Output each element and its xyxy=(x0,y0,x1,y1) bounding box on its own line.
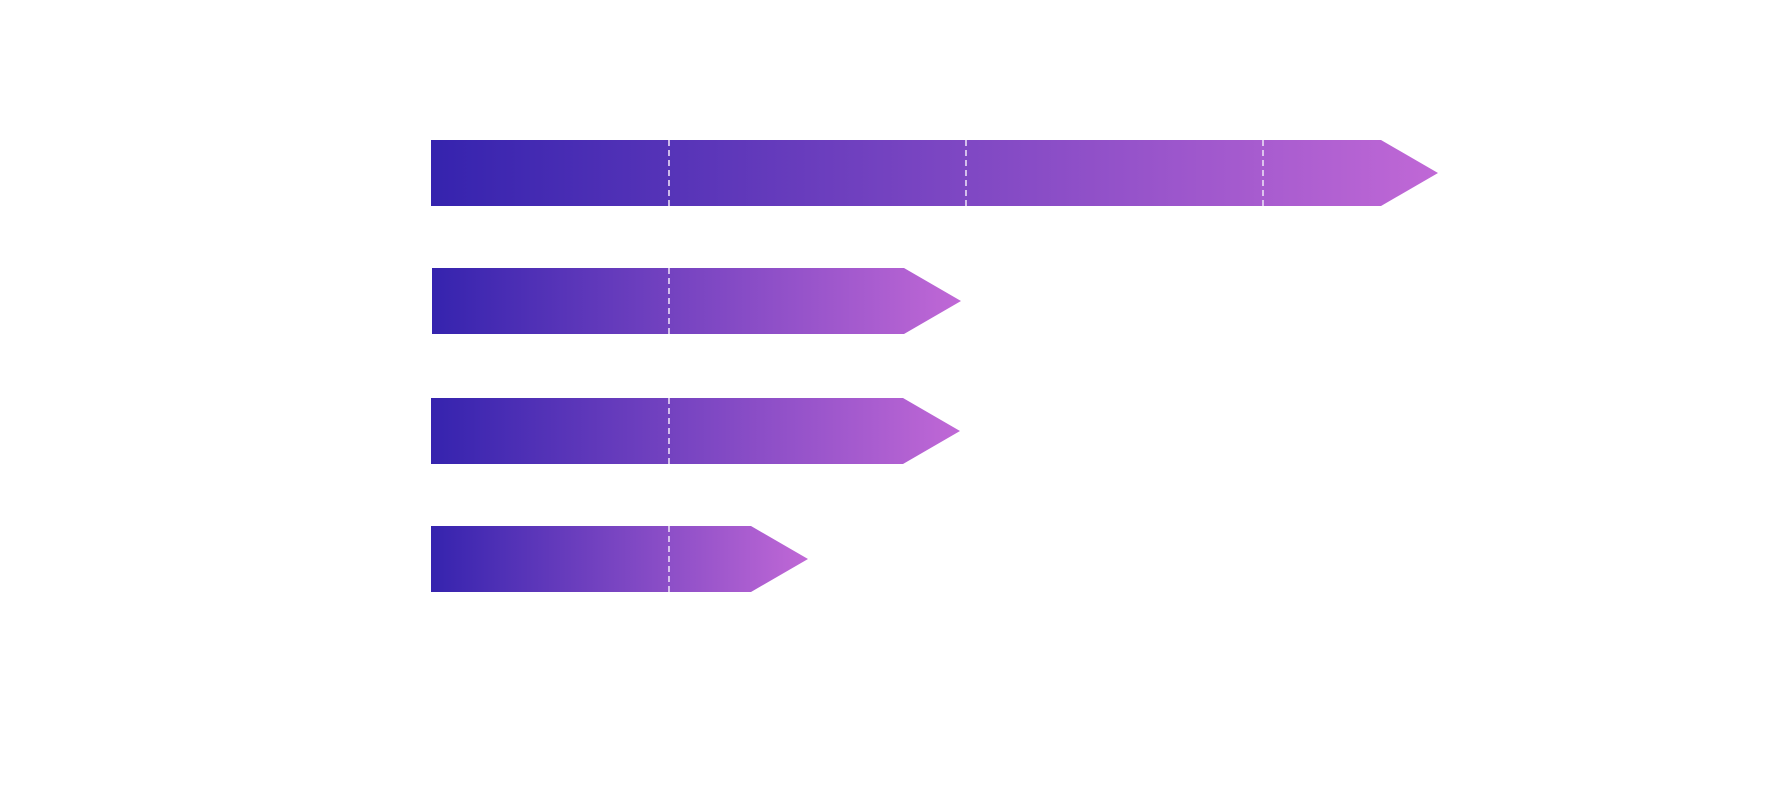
arrow-2-shape xyxy=(432,268,961,334)
arrow-3 xyxy=(431,398,960,464)
arrow-1 xyxy=(431,140,1438,206)
arrow-1-shape xyxy=(431,140,1438,206)
arrow-4 xyxy=(431,526,808,592)
arrow-4-shape xyxy=(431,526,808,592)
arrow-2 xyxy=(432,268,961,334)
arrow-3-shape xyxy=(431,398,960,464)
